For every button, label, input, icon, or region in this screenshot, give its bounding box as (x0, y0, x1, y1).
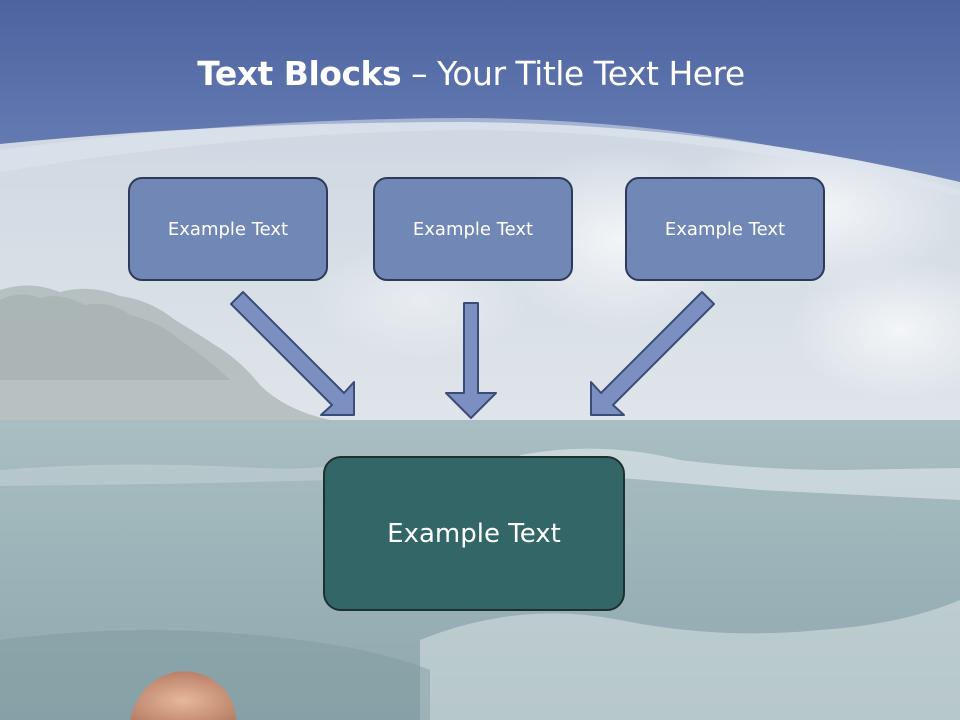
text-block-label: Example Text (167, 218, 289, 240)
header-curve-highlight (0, 118, 960, 196)
text-block-center[interactable]: Example Text (373, 177, 573, 281)
target-text-label: Example Text (387, 518, 561, 549)
text-block-left[interactable]: Example Text (128, 177, 328, 281)
cloud (790, 260, 960, 400)
title-bold: Text Blocks (197, 54, 402, 93)
wave (520, 448, 960, 500)
shell (130, 671, 236, 720)
title-rest: Your Title Text Here (437, 54, 745, 93)
text-block-label: Example Text (412, 218, 534, 240)
slide-title: Text Blocks – Your Title Text Here (0, 54, 942, 93)
header-band (0, 0, 960, 182)
text-block-label: Example Text (664, 218, 786, 240)
wave (0, 630, 430, 720)
text-block-right[interactable]: Example Text (625, 177, 825, 281)
wave (0, 464, 330, 486)
target-text-block[interactable]: Example Text (323, 456, 625, 611)
title-dash: – (401, 54, 438, 93)
island-trees (0, 294, 230, 380)
wave (420, 600, 960, 720)
